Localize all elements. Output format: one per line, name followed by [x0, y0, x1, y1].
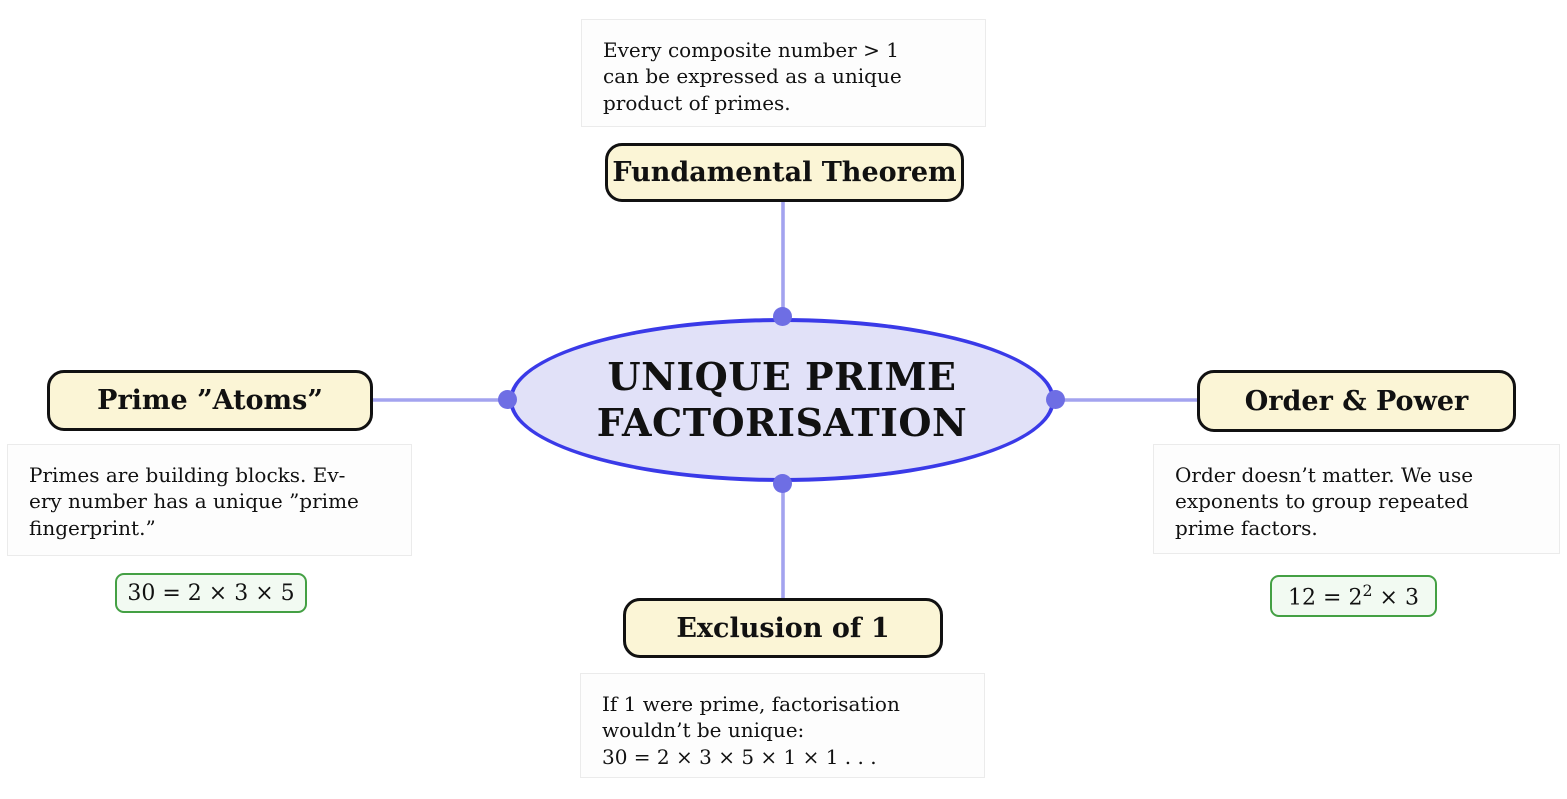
- example-order-and-power: 12 = 22 × 3: [1270, 575, 1437, 617]
- node-exclusion-of-1: Exclusion of 1: [623, 598, 943, 658]
- node-order-and-power-label: Order & Power: [1244, 385, 1469, 417]
- node-prime-atoms: Prime ”Atoms”: [47, 370, 373, 431]
- anchor-dot-bottom: [773, 474, 792, 493]
- note-fundamental-theorem: Every composite number > 1 can be expres…: [581, 19, 986, 127]
- node-fundamental-theorem: Fundamental Theorem: [605, 143, 964, 202]
- anchor-dot-right: [1046, 390, 1065, 409]
- node-exclusion-of-1-label: Exclusion of 1: [676, 612, 890, 644]
- example-order-and-power-text: 12 = 22 × 3: [1288, 581, 1419, 611]
- note-order-and-power: Order doesn’t matter. We use exponents t…: [1153, 444, 1560, 554]
- note-prime-atoms: Primes are building blocks. Ev- ery numb…: [7, 444, 412, 556]
- note-exclusion-of-1: If 1 were prime, factorisation wouldn’t …: [580, 673, 985, 778]
- node-fundamental-theorem-label: Fundamental Theorem: [612, 157, 957, 188]
- node-prime-atoms-label: Prime ”Atoms”: [97, 385, 323, 416]
- anchor-dot-top: [773, 307, 792, 326]
- central-topic-ellipse: UNIQUE PRIME FACTORISATION: [509, 318, 1055, 482]
- anchor-dot-left: [498, 390, 517, 409]
- example-prime-atoms: 30 = 2 × 3 × 5: [115, 573, 307, 613]
- node-order-and-power: Order & Power: [1197, 370, 1516, 432]
- central-topic-title: UNIQUE PRIME FACTORISATION: [596, 353, 968, 445]
